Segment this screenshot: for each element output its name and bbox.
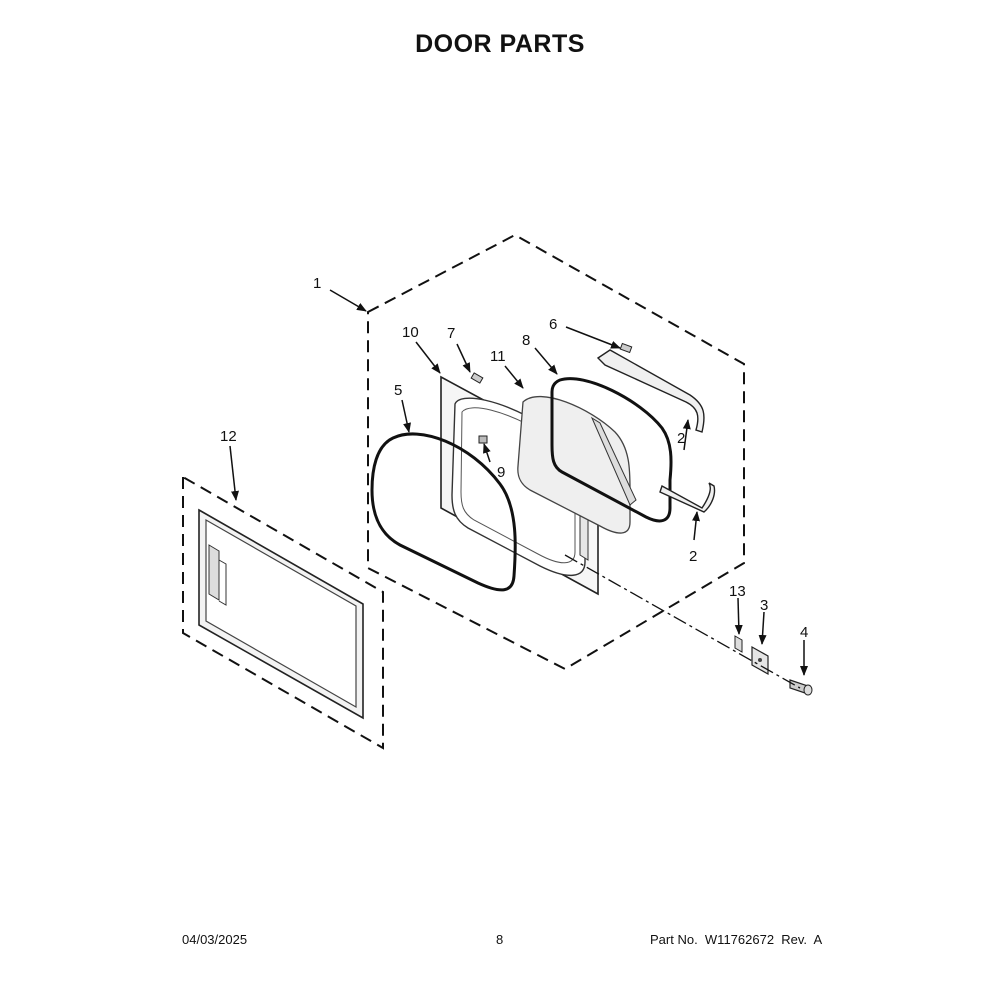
outer-panel-boundary [182, 475, 384, 750]
callout-1: 1 [313, 275, 321, 292]
handle-trim-upper [596, 349, 705, 433]
hinge-screw [789, 679, 813, 696]
door-gasket [370, 432, 517, 592]
callout-8: 8 [522, 332, 530, 349]
callout-5: 5 [394, 382, 402, 399]
footer-part-number: Part No. W11762672 Rev. A [650, 932, 823, 947]
callout-6: 6 [549, 316, 557, 333]
handle-trim-lower [659, 482, 716, 513]
footer-date: 04/03/2025 [182, 932, 248, 947]
leader-lines [229, 289, 808, 676]
latch-clip [478, 435, 488, 444]
callout-10: 10 [402, 324, 419, 341]
callout-11: 11 [490, 348, 506, 365]
footer-page-number: 8 [496, 932, 504, 947]
hinge-shim [734, 635, 743, 653]
door-assembly-boundary [367, 233, 745, 671]
hinge-axis-line [564, 554, 801, 689]
callout-12: 12 [220, 428, 237, 445]
screw-part-7 [470, 372, 484, 384]
callout-7: 7 [447, 325, 455, 342]
callout-2-upper: 2 [677, 430, 685, 447]
callout-3: 3 [760, 597, 768, 614]
callout-9: 9 [497, 464, 505, 481]
handle-trim-side [590, 416, 637, 506]
outer-door-panel [198, 508, 364, 720]
hinge [751, 645, 769, 676]
page-title: DOOR PARTS [415, 30, 585, 58]
callout-2-lower: 2 [689, 548, 697, 565]
callout-4: 4 [800, 624, 808, 641]
callout-13: 13 [729, 583, 746, 600]
glass-seal [550, 377, 673, 523]
screw-part-6 [619, 342, 633, 354]
